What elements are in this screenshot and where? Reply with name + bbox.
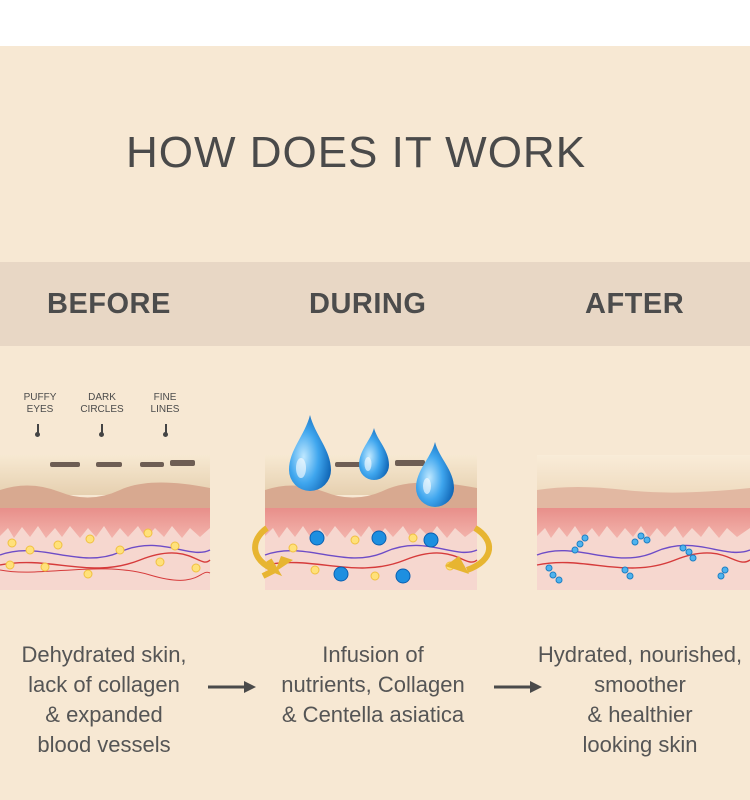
water-drop-icon — [416, 442, 454, 507]
during-caption: Infusion of nutrients, Collagen & Centel… — [281, 642, 465, 727]
header-band — [0, 262, 750, 346]
before-caption: Dehydrated skin, lack of collagen & expa… — [21, 642, 187, 757]
after-heading: AFTER — [585, 288, 685, 320]
arrow-right-icon — [208, 681, 256, 693]
page-title: HOW DOES IT WORK — [125, 128, 587, 177]
swirl-arrow-icon — [252, 525, 283, 579]
pin-icon — [99, 424, 104, 437]
top-margin — [0, 0, 750, 46]
water-drop-icon — [359, 428, 389, 480]
before-skin-illustration — [0, 455, 211, 590]
during-skin-illustration — [252, 415, 493, 590]
arrow-right-icon — [494, 681, 542, 693]
after-caption: Hydrated, nourished, smoother & healthie… — [537, 642, 743, 757]
during-heading: DURING — [309, 288, 427, 320]
before-heading: BEFORE — [47, 288, 171, 320]
pin-icon — [35, 424, 40, 437]
molecule-icon — [545, 532, 729, 584]
after-skin-illustration — [536, 455, 750, 590]
water-drop-icon — [289, 415, 331, 491]
pin-icon — [163, 424, 168, 437]
